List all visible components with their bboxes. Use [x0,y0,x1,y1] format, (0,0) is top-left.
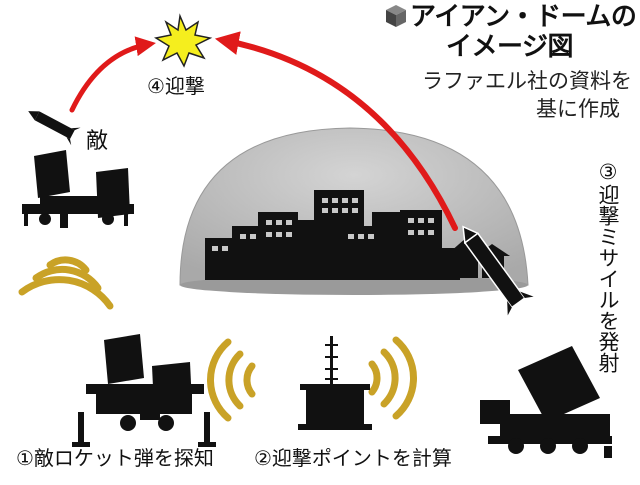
source-line-2: 基に作成 [536,97,620,121]
title-cube-icon [386,5,406,27]
signal-wave-icon [207,336,417,422]
step3-label: ③迎撃ミサイルを発射 [596,160,620,373]
radar-icon [72,334,216,447]
source-line-1: ラファエル社の資料を [422,69,632,93]
signal-wave-icon [18,256,114,310]
step1-label: ①敵ロケット弾を探知 [16,446,214,470]
enemy-label: 敵 [86,129,109,154]
interceptor-missile-icon [462,225,534,316]
interceptor-launcher-icon [480,346,612,458]
control-center-icon [298,336,372,430]
title-line-1: アイアン・ドームの [410,2,637,32]
title-line-2: イメージ図 [446,32,573,62]
explosion-icon [153,13,213,68]
step4-label: ④迎撃 [147,74,205,98]
step2-label: ②迎撃ポイントを計算 [254,446,452,470]
trajectory-arrow-icon [69,31,458,231]
enemy-rocket-icon [28,111,81,146]
enemy-launcher-icon [22,150,134,228]
